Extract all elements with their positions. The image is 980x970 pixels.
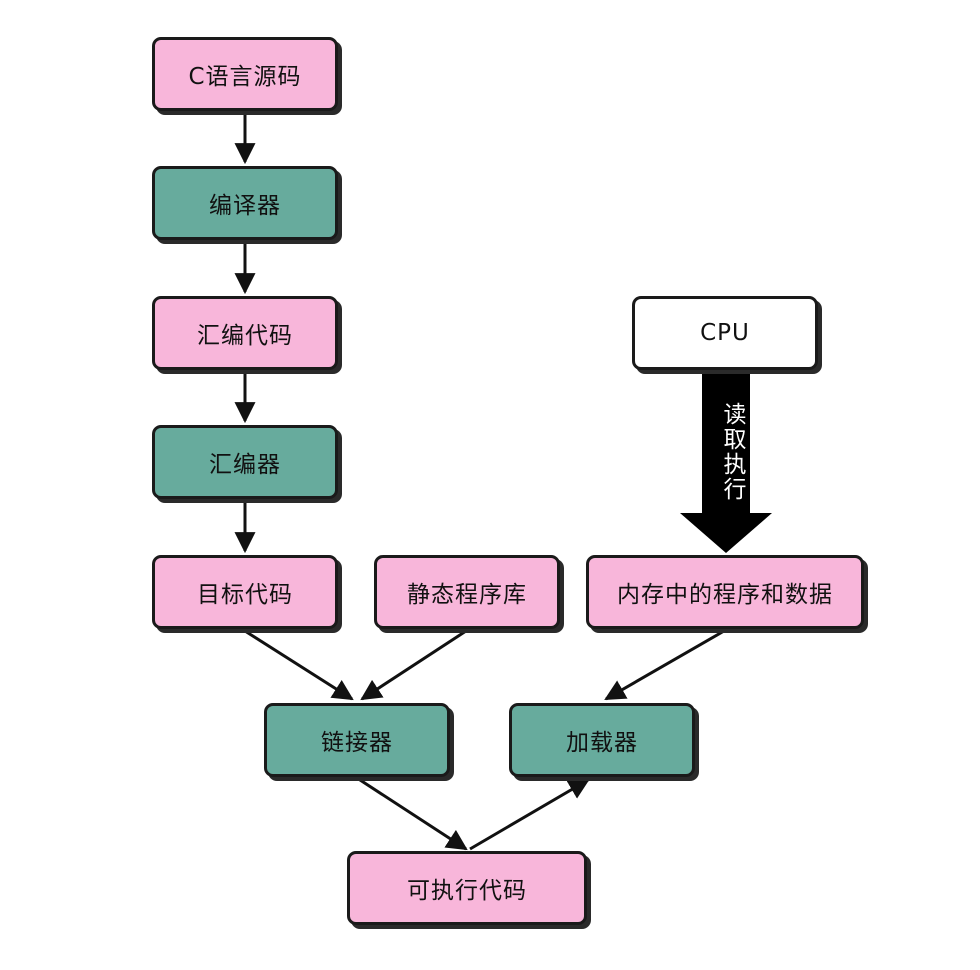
linker-label: 链接器 [321,730,393,756]
loader-node: 加载器 [509,703,695,777]
edge-memory-to-loader [604,629,725,701]
compiler-label: 编译器 [209,193,281,219]
edge-static-lib-to-linker [360,629,467,701]
cpu-arrow-label: 读取执行 [719,402,745,502]
memory-label: 内存中的程序和数据 [617,582,833,608]
cpu-node: CPU [632,296,818,370]
edge-object-to-linker [244,629,354,701]
static-lib-node: 静态程序库 [374,555,560,629]
executable-node: 可执行代码 [347,851,587,925]
object-code-label: 目标代码 [197,582,293,608]
assembler-label: 汇编器 [209,452,281,478]
compiler-node: 编译器 [152,166,338,240]
assembler-node: 汇编器 [152,425,338,499]
memory-node: 内存中的程序和数据 [586,555,864,629]
executable-label: 可执行代码 [407,878,527,904]
asm-code-label: 汇编代码 [197,323,293,349]
asm-code-node: 汇编代码 [152,296,338,370]
c-source-node: C语言源码 [152,37,338,111]
static-lib-label: 静态程序库 [407,582,527,608]
c-source-label: C语言源码 [188,64,302,90]
edge-executable-to-loader [469,778,590,851]
cpu-label: CPU [700,320,750,346]
object-code-node: 目标代码 [152,555,338,629]
linker-node: 链接器 [264,703,450,777]
edge-linker-to-executable [356,776,468,851]
loader-label: 加载器 [566,730,638,756]
cpu-fetch-arrow [680,372,772,553]
